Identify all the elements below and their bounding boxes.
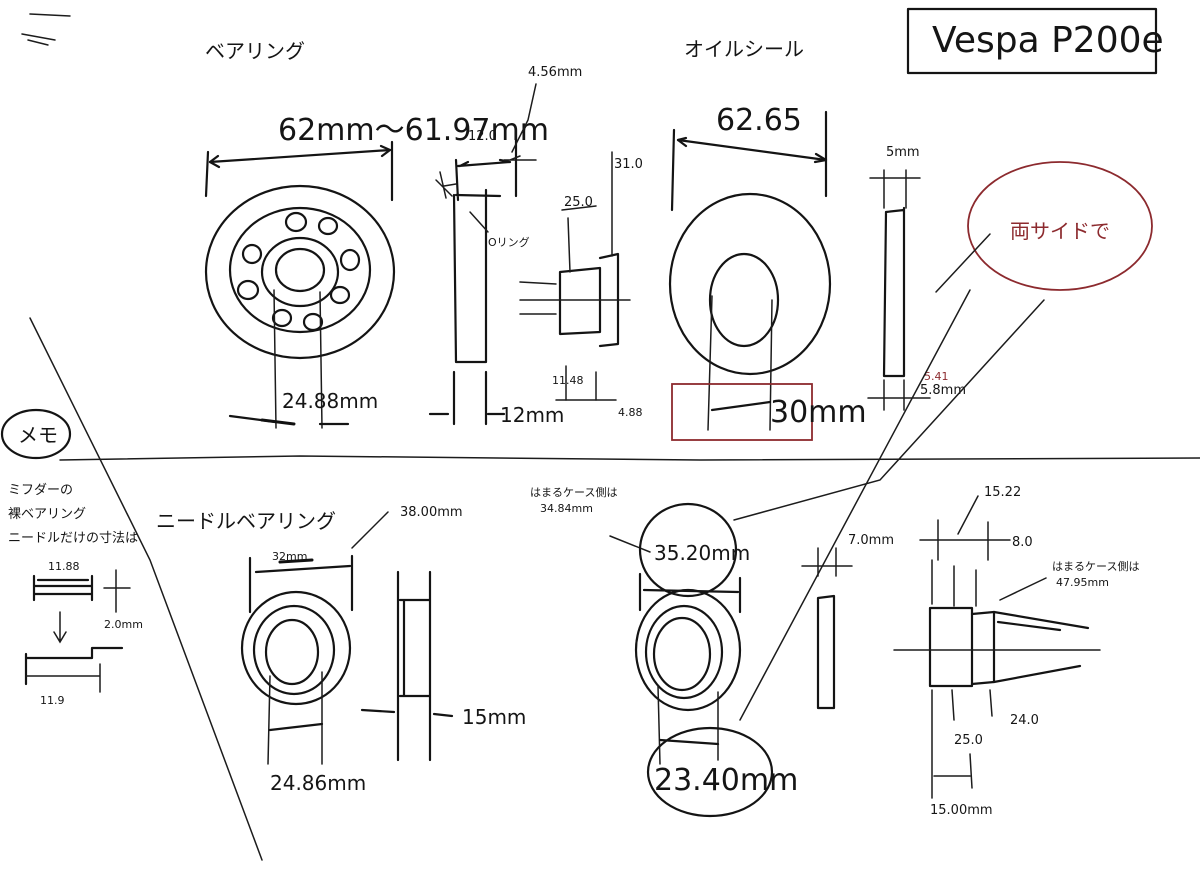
shaft-d1522: 15.22 (984, 485, 1021, 500)
needle-bearing-outer-small: 32mm (272, 550, 307, 563)
oil-seal-thick-bottom: 5.8mm (920, 383, 966, 398)
bearing-front-view: ベアリング 62mm～61.97mm 24.88mm (204, 39, 549, 429)
bearing-d31: 31.0 (614, 157, 643, 172)
bearing-d25: 25.0 (564, 195, 593, 210)
o-ring-label: Oリング (488, 235, 530, 249)
bearing-side-456: 4.56mm (528, 65, 582, 80)
memo-d119: 11.9 (40, 694, 65, 707)
shaft-d250: 25.0 (954, 733, 983, 748)
diagonal-divider (29, 317, 263, 861)
shaft-section-view: 15.22 8.0 はまるケース側は 47.95mm 25.0 24.0 15.… (893, 485, 1139, 818)
oil-seal-note: 両サイドで (1010, 219, 1110, 243)
case-bearing-side-view: 7.0mm (801, 533, 894, 710)
oil-seal-front-view: オイルシール 62.65 30mm (668, 37, 867, 441)
memo-block: メモ ミフダーの 裸ベアリング ニードルだけの寸法は 11.88 2.0mm 1… (0, 408, 143, 707)
bearing-section-detail: 31.0 25.0 11.48 4.88 (519, 151, 643, 419)
memo-d1188: 11.88 (48, 560, 80, 573)
oil-seal-thick-top: 5mm (886, 145, 920, 160)
needle-bearing-outer-dim: 38.00mm (400, 505, 463, 520)
case-note-line1: はまるケース側は (530, 486, 617, 499)
oil-seal-inner-dim: 30mm (770, 395, 867, 430)
bearing-d1148: 11.48 (552, 374, 584, 387)
case-bearing-front-view: はまるケース側は 34.84mm 35.20mm 23.40mm (530, 486, 798, 818)
case-bearing-inner-dim: 23.40mm (654, 763, 798, 798)
case-bearing-width-dim: 7.0mm (848, 533, 894, 548)
bearing-d488: 4.88 (618, 406, 643, 419)
memo-line2: 裸ベアリング (8, 507, 86, 522)
needle-bearing-heading: ニードルベアリング (156, 509, 336, 533)
oil-seal-side-view: 5mm 5.8mm 5.41 両サイドで (733, 145, 1153, 721)
shaft-d80: 8.0 (1012, 535, 1033, 550)
shaft-d1500: 15.00mm (930, 803, 993, 818)
case-bearing-outer-dim: 35.20mm (654, 541, 750, 565)
bearing-side-view: 12.0 4.56mm Oリング 12mm (428, 65, 582, 427)
bearing-side-12: 12.0 (468, 129, 497, 144)
needle-bearing-front-view: ニードルベアリング 38.00mm 32mm 24.86mm (156, 505, 463, 795)
horizontal-divider (59, 455, 1200, 461)
bearing-outer-dim: 62mm～61.97mm (278, 113, 549, 148)
shaft-d240: 24.0 (1010, 713, 1039, 728)
oil-seal-heading: オイルシール (684, 37, 804, 61)
memo-line1: ミフダーの (8, 483, 73, 498)
bearing-inner-dim: 24.88mm (282, 389, 378, 413)
title-box: Vespa P200e (906, 7, 1164, 75)
smudge-marks (21, 13, 71, 46)
shaft-note-line1: はまるケース側は (1052, 560, 1139, 573)
memo-line3: ニードルだけの寸法は (8, 531, 138, 546)
needle-bearing-inner-dim: 24.86mm (270, 771, 366, 795)
bearing-heading: ベアリング (205, 39, 305, 63)
title-text: Vespa P200e (932, 20, 1164, 61)
oil-seal-thick-red: 5.41 (924, 370, 949, 383)
memo-label: メモ (18, 423, 58, 447)
bearing-width-dim: 12mm (500, 403, 564, 427)
needle-bearing-width-dim: 15mm (462, 705, 526, 729)
needle-bearing-side-view: 15mm (360, 570, 526, 762)
shaft-note-line2: 47.95mm (1056, 576, 1109, 589)
oil-seal-outer-dim: 62.65 (716, 103, 802, 138)
case-note-line2: 34.84mm (540, 502, 593, 515)
memo-d20: 2.0mm (104, 618, 143, 631)
